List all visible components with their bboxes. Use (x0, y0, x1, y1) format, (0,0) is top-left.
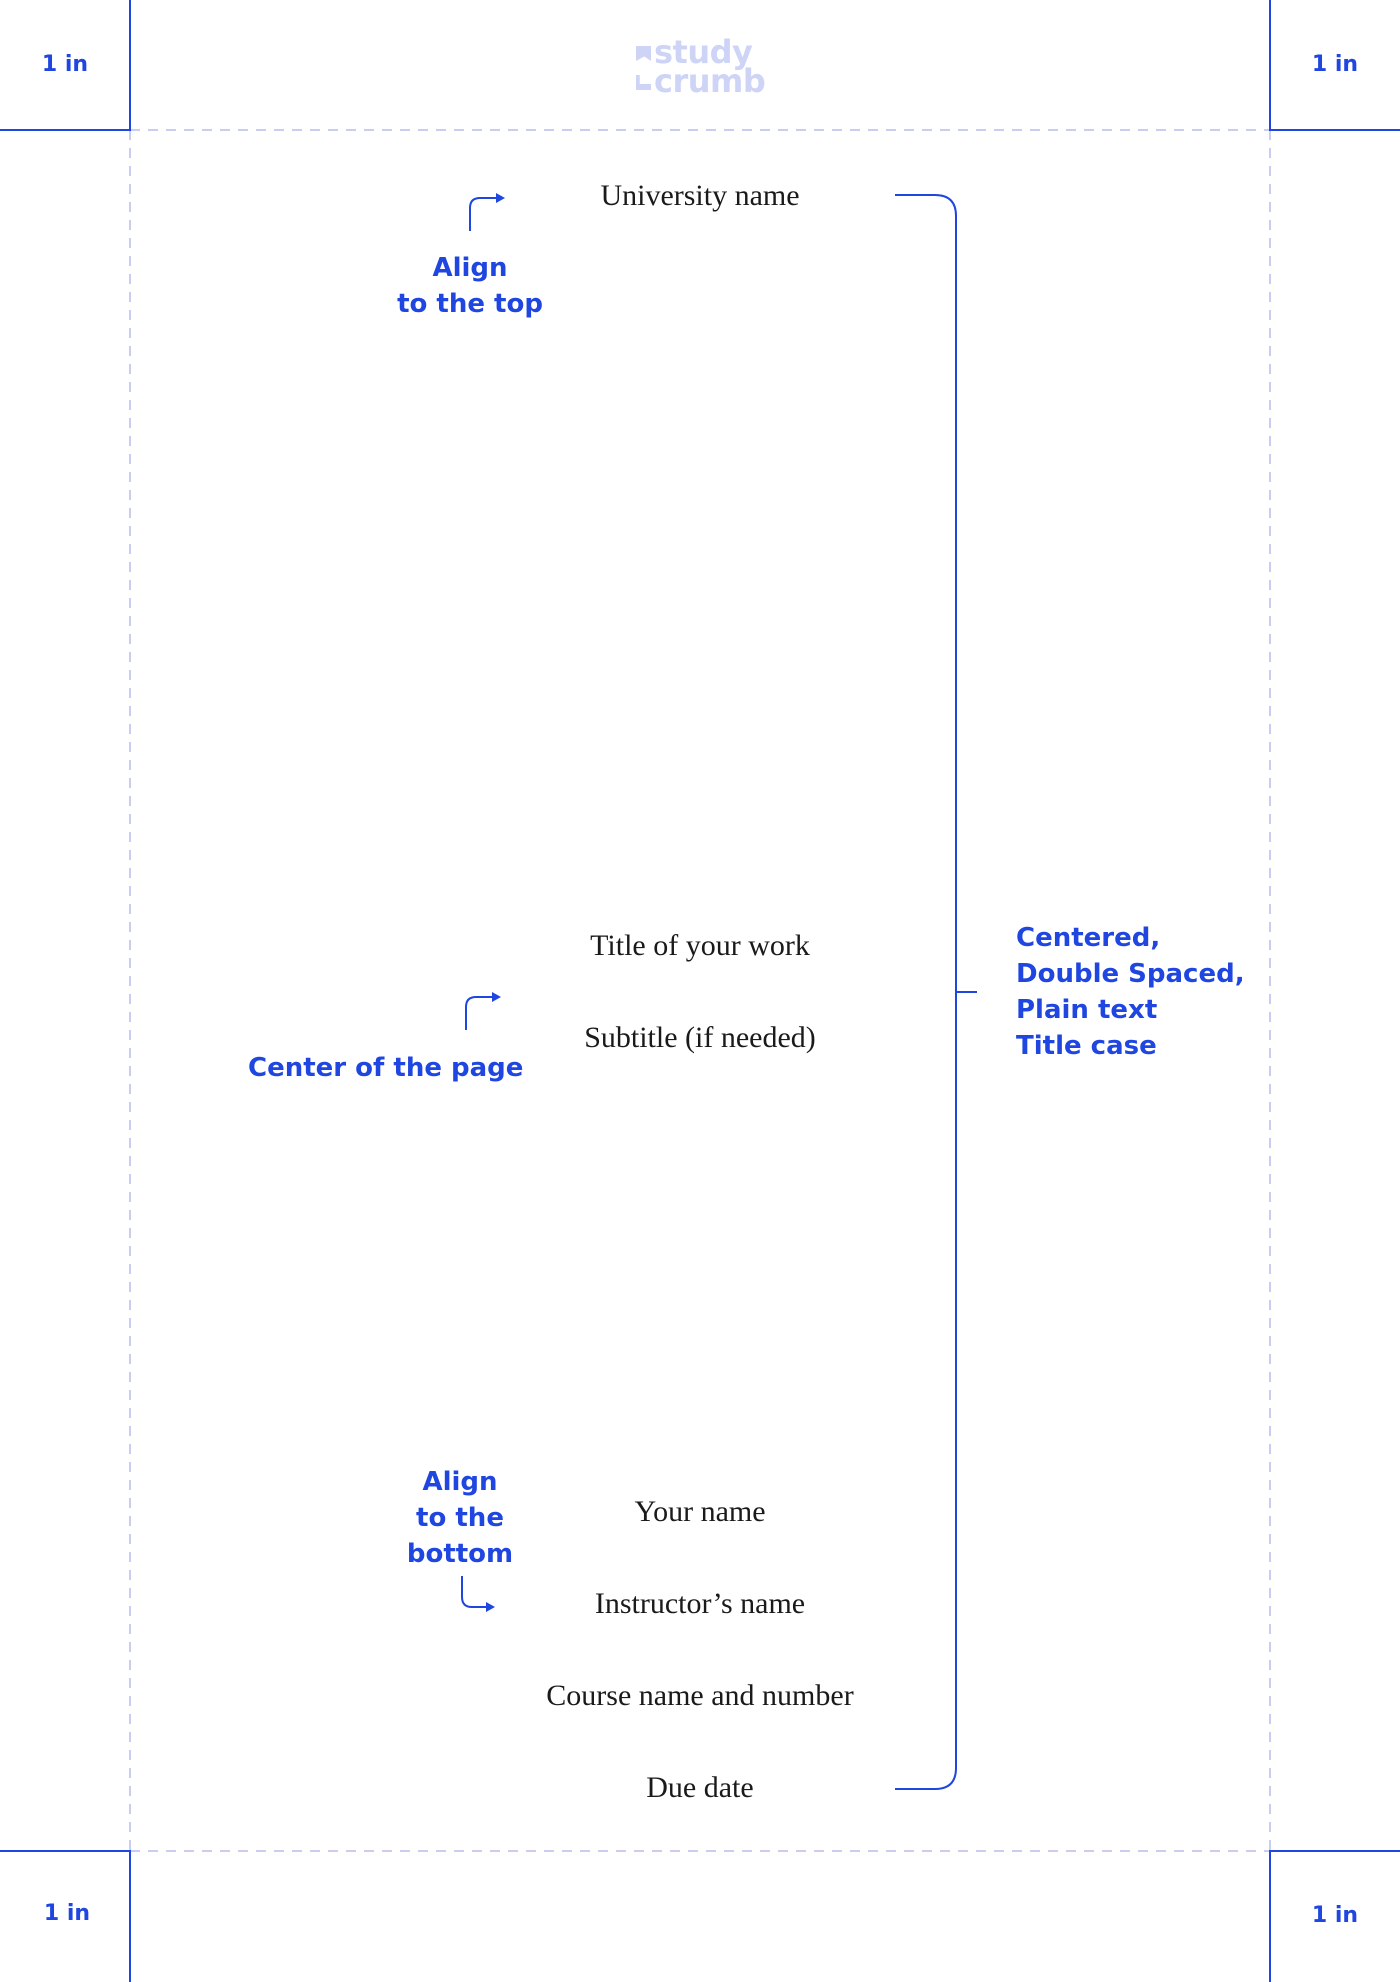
arrow-bottom-icon (461, 1576, 495, 1612)
annotation-align-top: Align to the top (370, 250, 570, 322)
university-name: University name (600, 179, 800, 212)
annotation-center-of-page: Center of the page (248, 1053, 524, 1083)
due-date: Due date (646, 1771, 754, 1804)
margin-label-top-right: 1 in (1311, 52, 1359, 77)
format-rule-title-case: Title case (1016, 1031, 1157, 1061)
arrow-center-icon (465, 992, 501, 1030)
format-rule-double-spaced: Double Spaced, (1016, 959, 1245, 989)
annotation-align-top-line1: Align (432, 253, 508, 283)
arrow-top-icon (469, 193, 505, 231)
logo-mark-top-icon (636, 46, 651, 61)
annotation-align-bottom-line1: Align (422, 1467, 498, 1497)
margin-label-top-left: 1 in (41, 52, 89, 77)
format-rule-plain-text: Plain text (1016, 995, 1158, 1025)
format-rule-centered: Centered, (1016, 923, 1161, 953)
margin-label-bottom-right: 1 in (1311, 1903, 1359, 1928)
course-name-number: Course name and number (546, 1679, 854, 1712)
logo-text-line2: crumb (654, 62, 766, 100)
annotation-align-bottom-line2: to the bottom (406, 1503, 514, 1569)
logo-mark-bottom-icon (636, 75, 651, 90)
subtitle: Subtitle (if needed) (584, 1021, 816, 1054)
your-name: Your name (634, 1495, 766, 1528)
margin-label-bottom-left: 1 in (43, 1901, 91, 1926)
annotation-align-bottom: Align to the bottom (360, 1464, 560, 1572)
margin-guides (129, 129, 1271, 1852)
instructor-name: Instructor’s name (594, 1587, 806, 1620)
title-of-work: Title of your work (590, 929, 810, 962)
studycrumb-logo: study crumb (634, 36, 774, 98)
annotation-format-rules: Centered, Double Spaced, Plain text Titl… (1016, 920, 1245, 1064)
annotation-align-top-line2: to the top (397, 289, 543, 319)
content-bracket (895, 194, 977, 1790)
logo-text-line1: study (654, 33, 753, 71)
